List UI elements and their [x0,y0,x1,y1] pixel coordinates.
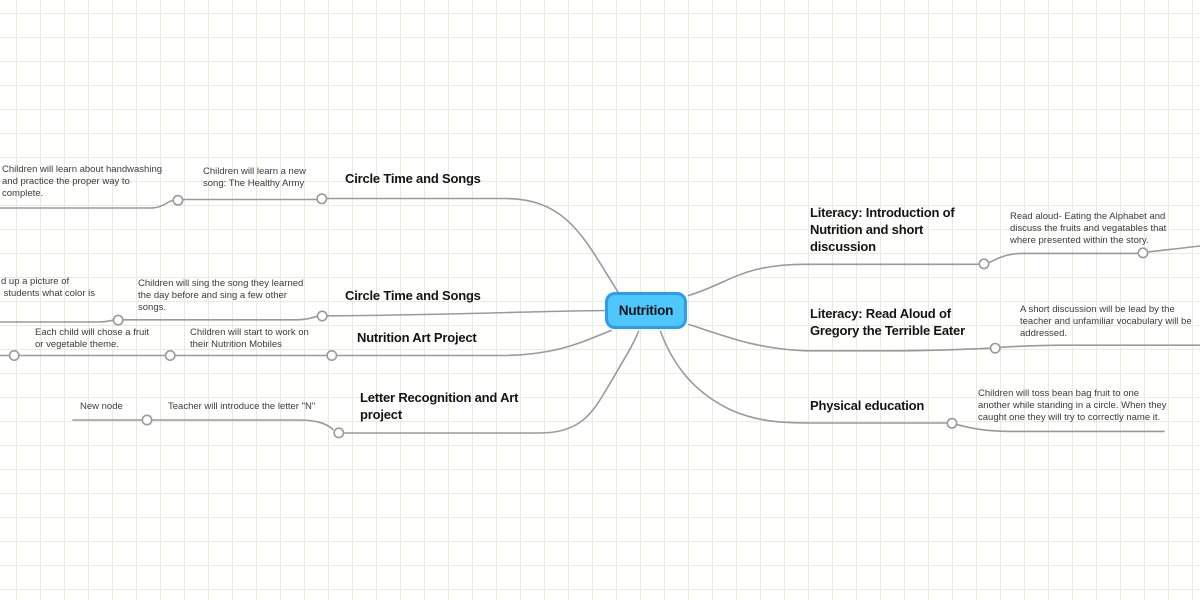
node-introduce-letter-n[interactable]: Teacher will introduce the letter "N" [168,401,316,412]
node-letter-recognition-art[interactable]: Letter Recognition and Art project [360,390,519,422]
connector-dot [112,314,124,326]
node-new-node[interactable]: New node [80,401,123,412]
node-circle-time-songs-top[interactable]: Circle Time and Songs [345,171,481,186]
node-nutrition-mobiles[interactable]: Children will start to work on their Nut… [190,327,309,350]
branch-line [0,319,114,323]
branch-line [337,329,612,357]
connector-dot [316,310,328,322]
node-literacy-introduction[interactable]: Literacy: Introduction of Nutrition and … [810,205,955,254]
branch-line [326,309,607,317]
node-bean-bag-fruit-note[interactable]: Children will toss bean bag fruit to one… [978,388,1167,423]
node-nutrition-art-project[interactable]: Nutrition Art Project [357,330,477,345]
branch-line [687,263,979,297]
node-healthy-army-song[interactable]: Children will learn a new song: The Heal… [203,166,306,189]
connector-dot [946,417,958,429]
node-fruit-vegetable-theme[interactable]: Each child will chose a fruit or vegetab… [35,327,150,350]
connector-dot [333,427,345,439]
connector-dot [326,349,338,361]
branch-line [152,419,334,431]
connector-dot [1137,247,1149,259]
node-read-aloud-eating-alphabet[interactable]: Read aloud- Eating the Alphabet and disc… [1010,211,1167,246]
branch-line [0,199,174,209]
branch-line [326,197,619,293]
branch-line [989,252,1139,264]
connector-dot [172,194,184,206]
branch-line [343,330,640,434]
connector-dot [989,342,1001,354]
node-handwashing-note[interactable]: Children will learn about handwashing an… [2,164,163,199]
connector-dot [978,258,990,270]
connector-dot [8,349,20,361]
branch-line [122,315,318,321]
node-physical-education[interactable]: Physical education [810,398,925,413]
node-short-discussion-note[interactable]: A short discussion will be lead by the t… [1020,304,1192,339]
branch-line [688,323,991,352]
root-node-nutrition[interactable]: Nutrition [605,292,687,329]
connector-dot [316,193,328,205]
node-circle-time-songs-mid[interactable]: Circle Time and Songs [345,288,481,303]
node-literacy-read-aloud[interactable]: Literacy: Read Aloud of Gregory the Terr… [810,306,965,338]
branch-line [957,424,1165,433]
connector-dot [141,414,153,426]
branch-line [1000,344,1200,349]
branch-line [1148,245,1200,253]
branch-line [659,330,948,424]
node-picture-color-note-clipped[interactable]: d up a picture of students what color is [1,276,95,299]
node-sing-song-note[interactable]: Children will sing the song they learned… [138,278,304,313]
connector-dot [164,349,176,361]
